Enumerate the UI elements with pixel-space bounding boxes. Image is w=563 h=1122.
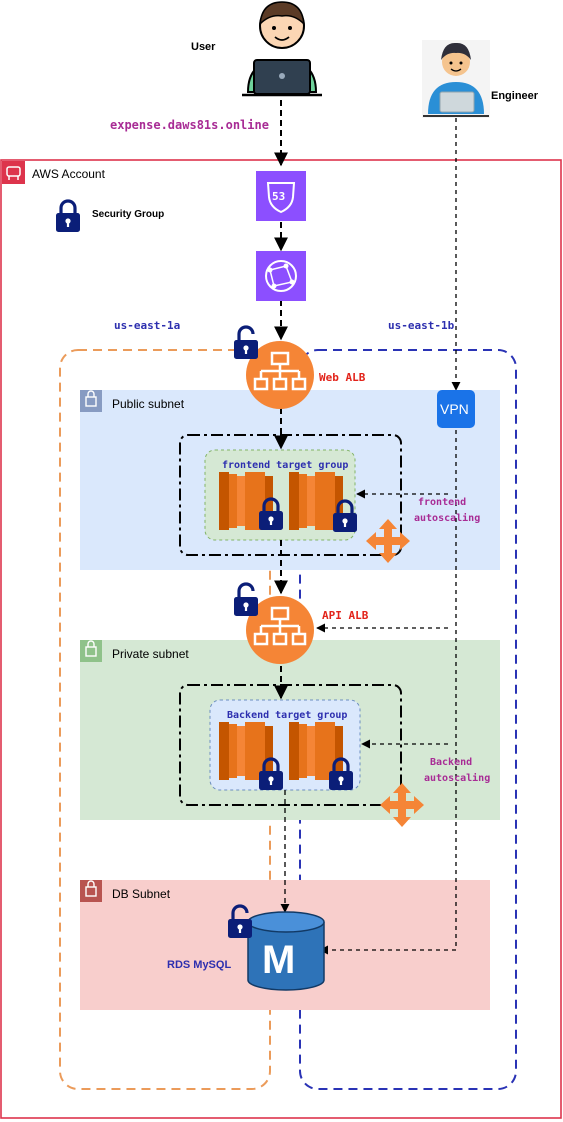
backend-autoscaling-label-line1: Backend [430, 757, 473, 768]
route53-icon [256, 171, 306, 221]
private-subnet-label: Private subnet [112, 647, 189, 661]
connectors [274, 100, 461, 955]
web-alb-label: Web ALB [319, 371, 366, 384]
security-group-label: Security Group [92, 209, 165, 220]
frontend-autoscaling-label-line1: frontend [418, 497, 467, 508]
aws-account-label: AWS Account [32, 167, 105, 181]
frontend-target-group-label: frontend target group [222, 460, 349, 471]
az-a-label: us-east-1a [114, 319, 181, 332]
lock-icon [232, 582, 260, 618]
frontend-autoscaling-label-line2: autoscaling [414, 513, 481, 524]
public-subnet-label: Public subnet [112, 397, 185, 411]
vpn-to-rds-arrow [319, 430, 457, 955]
domain-label: expense.daws81s.online [110, 118, 269, 132]
az-b-label: us-east-1b [388, 319, 455, 332]
engineer-icon [422, 40, 490, 118]
backend-asg-frame [179, 684, 402, 806]
user-label: User [191, 41, 216, 53]
cloudfront-icon [256, 251, 306, 301]
rds-database-icon [247, 911, 325, 991]
aws-account-icon [2, 161, 25, 184]
backend-target-group-label: Backend target group [227, 710, 348, 721]
rds-glyph: M [262, 938, 296, 982]
vpn-gateway-icon [437, 390, 475, 428]
lock-icon [54, 199, 82, 234]
az-us-east-1b [299, 349, 517, 1090]
laptop-user-icon [242, 1, 322, 97]
lock-icon [232, 325, 260, 361]
db-subnet-label: DB Subnet [112, 887, 171, 901]
vpn-label: VPN [440, 401, 469, 417]
rds-label: RDS MySQL [167, 959, 232, 971]
route53-label: 53 [272, 190, 286, 203]
api-alb-label: API ALB [322, 609, 369, 622]
frontend-asg-frame [179, 434, 402, 556]
az-us-east-1a [59, 349, 271, 1090]
engineer-label: Engineer [491, 90, 539, 102]
backend-autoscaling-label-line2: autoscaling [424, 773, 491, 784]
